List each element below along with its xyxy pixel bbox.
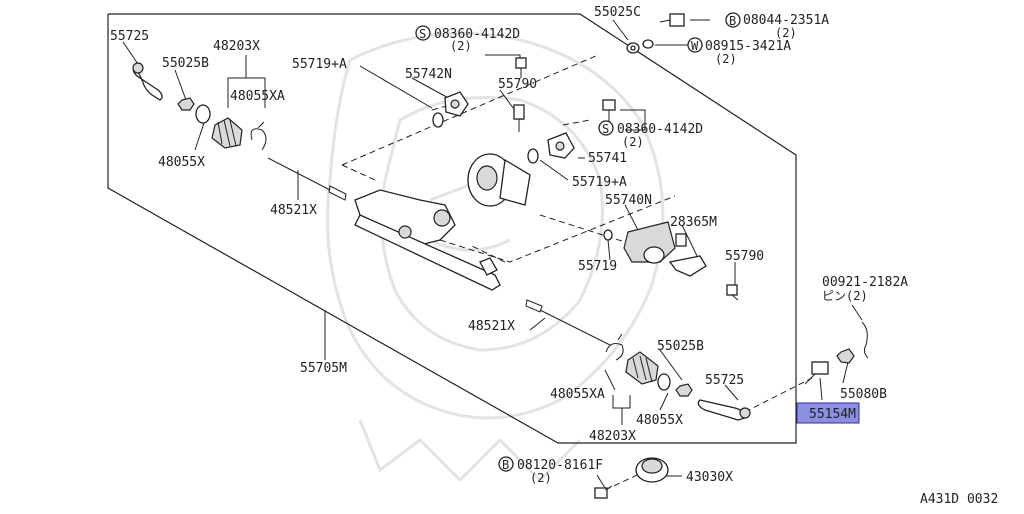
highlight-55154m bbox=[796, 402, 860, 424]
label-08120-qty: (2) bbox=[530, 471, 552, 485]
boot-top bbox=[211, 117, 243, 149]
label-48203x-top: 48203X bbox=[213, 39, 260, 54]
label-48203x-bot: 48203X bbox=[589, 429, 636, 444]
oring-55719-mid bbox=[603, 229, 613, 241]
tie-rod-end-top bbox=[132, 62, 163, 101]
label-55080b: 55080B bbox=[840, 387, 887, 402]
label-55025b-top: 55025B bbox=[162, 56, 209, 71]
sensor-55741 bbox=[547, 132, 575, 159]
s-marker-mid: S bbox=[598, 120, 614, 136]
label-08360-mid: 08360-4142D bbox=[617, 122, 703, 137]
inner-tie-rod-top bbox=[267, 157, 347, 201]
boot-bottom bbox=[625, 351, 659, 385]
bolt-55790-mid bbox=[726, 284, 739, 301]
label-55790-mid: 55790 bbox=[725, 249, 764, 264]
steering-rack-housing bbox=[354, 189, 501, 291]
b-marker-08120: B bbox=[498, 456, 514, 472]
label-08044: 08044-2351A bbox=[743, 13, 829, 28]
dashed-guides bbox=[341, 54, 813, 491]
watermark-emblem bbox=[326, 31, 665, 483]
tie-rod-end-bottom bbox=[697, 399, 751, 421]
label-08044-qty: (2) bbox=[775, 26, 797, 40]
label-00921: 00921-2182A bbox=[822, 275, 908, 290]
label-55719a-mid: 55719+A bbox=[572, 175, 627, 190]
svg-text:S: S bbox=[419, 27, 426, 41]
b-marker-08044: B bbox=[725, 12, 741, 28]
svg-text:B: B bbox=[729, 14, 736, 28]
label-08360-top-qty: (2) bbox=[450, 39, 472, 53]
label-55719: 55719 bbox=[578, 259, 617, 274]
label-55725-bot: 55725 bbox=[705, 373, 744, 388]
wire-clip-bottom bbox=[605, 333, 624, 361]
w-marker-08915: W bbox=[687, 37, 703, 53]
label-55154m: 55154M bbox=[809, 407, 856, 422]
pin-00921 bbox=[861, 321, 869, 359]
label-08360-mid-qty: (2) bbox=[622, 135, 644, 149]
svg-text:W: W bbox=[691, 39, 699, 53]
label-55790-top: 55790 bbox=[498, 77, 537, 92]
nut-bottom bbox=[675, 383, 693, 397]
label-08915-qty: (2) bbox=[715, 52, 737, 66]
pump-assembly bbox=[467, 153, 531, 207]
bolt-08360-mid bbox=[602, 99, 616, 123]
sensor-55742n bbox=[444, 91, 469, 117]
mount-43030x bbox=[635, 457, 669, 483]
label-55705m: 55705M bbox=[300, 361, 347, 376]
label-43030x: 43030X bbox=[686, 470, 733, 485]
oring-55719a-mid bbox=[527, 148, 539, 164]
label-55025b-bot: 55025B bbox=[657, 339, 704, 354]
wire-clip-top bbox=[250, 121, 267, 151]
assembly-frame bbox=[107, 13, 797, 444]
label-55740n: 55740N bbox=[605, 193, 652, 208]
label-55025c: 55025C bbox=[594, 5, 641, 20]
figure-code: A431D 0032 bbox=[920, 492, 998, 507]
bracket-28365m bbox=[668, 233, 707, 277]
bolt-08120 bbox=[594, 485, 613, 499]
bolt-08360-top bbox=[515, 57, 527, 78]
part-labels: 55725 55025B 48203X 48055XA 48055X 48521… bbox=[110, 5, 998, 507]
label-08360-top: 08360-4142D bbox=[434, 27, 520, 42]
motor-55740n bbox=[623, 221, 676, 264]
label-55725-top: 55725 bbox=[110, 29, 149, 44]
leader-lines bbox=[122, 19, 863, 489]
label-48055xa-bot: 48055XA bbox=[550, 387, 605, 402]
prefix-markers: S B W S B bbox=[415, 12, 741, 472]
label-55741: 55741 bbox=[588, 151, 627, 166]
washer-55025c bbox=[626, 42, 640, 54]
svg-text:S: S bbox=[602, 122, 609, 136]
s-marker-top: S bbox=[415, 25, 431, 41]
nut-55080b bbox=[836, 348, 855, 364]
label-55719a-top: 55719+A bbox=[292, 57, 347, 72]
svg-text:B: B bbox=[502, 458, 509, 472]
label-48521x-bot: 48521X bbox=[468, 319, 515, 334]
label-48055x-bot: 48055X bbox=[636, 413, 683, 428]
label-48055xa-top: 48055XA bbox=[230, 89, 285, 104]
label-48055x-top: 48055X bbox=[158, 155, 205, 170]
label-08120: 08120-8161F bbox=[517, 458, 603, 473]
label-00921-sub: ピン(2) bbox=[822, 289, 868, 303]
label-48521x-top: 48521X bbox=[270, 203, 317, 218]
nut-top bbox=[177, 97, 195, 111]
washer-08915 bbox=[642, 39, 654, 49]
clamp-bottom bbox=[657, 373, 671, 391]
clamp-top bbox=[195, 104, 211, 124]
label-28365m: 28365M bbox=[670, 215, 717, 230]
oring-55719a-top bbox=[432, 112, 444, 128]
label-08915: 08915-3421A bbox=[705, 39, 791, 54]
bolt-55790-top bbox=[513, 104, 525, 132]
label-55742n: 55742N bbox=[405, 67, 452, 82]
bolt-55154m bbox=[804, 361, 829, 385]
bolt-08044 bbox=[659, 13, 685, 27]
inner-tie-rod-bottom bbox=[525, 299, 611, 346]
